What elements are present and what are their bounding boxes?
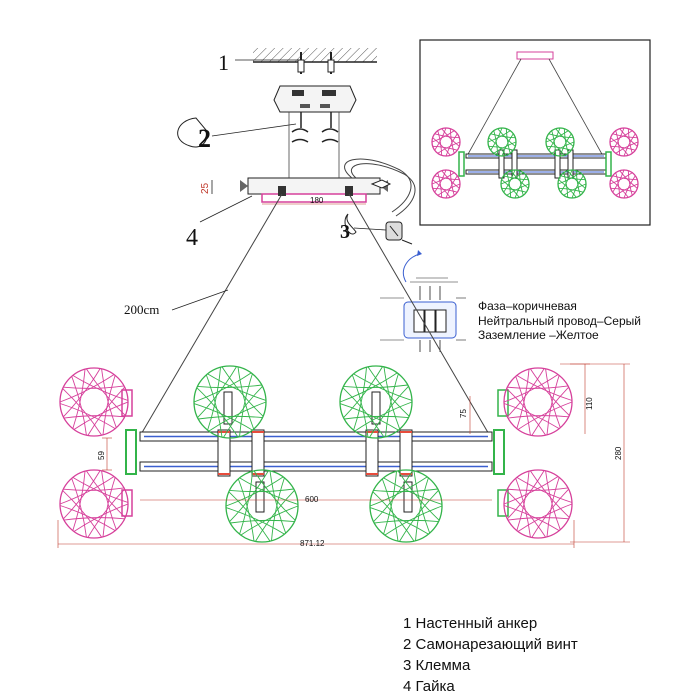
suspension-cable xyxy=(139,112,491,437)
glass-globe-icon xyxy=(339,365,413,439)
dim-cable-length: 200cm xyxy=(124,302,159,317)
dimension-lines xyxy=(57,363,630,548)
glass-globe-icon xyxy=(369,469,443,543)
glass-globe-icon xyxy=(431,169,461,199)
callout-2: 2 xyxy=(198,124,211,153)
wiring-legend: Фаза–коричневая Нейтральный провод–Серый… xyxy=(478,299,641,343)
glass-globe-icon xyxy=(609,127,639,157)
dim-globe-offset: 75 xyxy=(459,409,468,418)
inset-overview xyxy=(419,39,651,226)
glass-globe-icon xyxy=(225,469,299,543)
legend-item: 4 Гайка xyxy=(403,678,455,695)
wall-anchor-icon xyxy=(297,52,335,74)
dim-bracket-height: 25 xyxy=(200,182,211,194)
dim-frame-length: 600 xyxy=(305,495,319,504)
parts-legend: 1 Настенный анкер 2 Самонарезающий винт … xyxy=(403,613,578,697)
glass-globe-icon xyxy=(503,367,573,437)
legend-item: 1 Настенный анкер xyxy=(403,615,538,632)
dim-globe-height: 110 xyxy=(585,397,594,410)
globe-group-main xyxy=(59,365,573,543)
callout-1: 1 xyxy=(218,50,229,75)
terminal-block-icon xyxy=(385,221,413,245)
screw-icon xyxy=(291,112,339,143)
glass-globe-icon xyxy=(503,469,573,539)
screw-callout xyxy=(177,117,297,148)
wiring-connection-diagram xyxy=(380,250,466,352)
glass-globe-icon xyxy=(193,365,267,439)
wiring-neutral-label: Нейтральный провод–Серый xyxy=(478,313,641,328)
callout-3: 3 xyxy=(340,221,350,243)
glass-globe-icon xyxy=(431,127,461,157)
glass-globe-icon xyxy=(500,169,530,199)
glass-globe-icon xyxy=(59,367,129,437)
glass-globe-icon xyxy=(557,169,587,199)
glass-globe-icon xyxy=(609,169,639,199)
globe-group-inset xyxy=(431,127,639,199)
dim-bracket-width: 180 xyxy=(310,196,324,205)
callout-4: 4 xyxy=(186,225,198,251)
dim-overall-height: 280 xyxy=(614,446,623,460)
ceiling-mount xyxy=(235,48,377,74)
glass-globe-icon xyxy=(487,127,517,157)
glass-globe-icon xyxy=(545,127,575,157)
dim-overall-length: 871.12 xyxy=(300,539,325,548)
chandelier-frame xyxy=(121,389,509,517)
dim-frame-height: 59 xyxy=(97,451,106,460)
legend-item: 3 Клемма xyxy=(403,657,471,674)
wiring-phase-label: Фаза–коричневая xyxy=(478,299,577,313)
nut-icon xyxy=(370,179,392,189)
glass-globe-icon xyxy=(59,469,129,539)
wiring-ground-label: Заземление –Желтое xyxy=(478,328,599,342)
power-cable xyxy=(344,158,416,217)
mounting-bracket xyxy=(273,85,357,113)
legend-item: 2 Самонарезающий винт xyxy=(403,636,578,653)
